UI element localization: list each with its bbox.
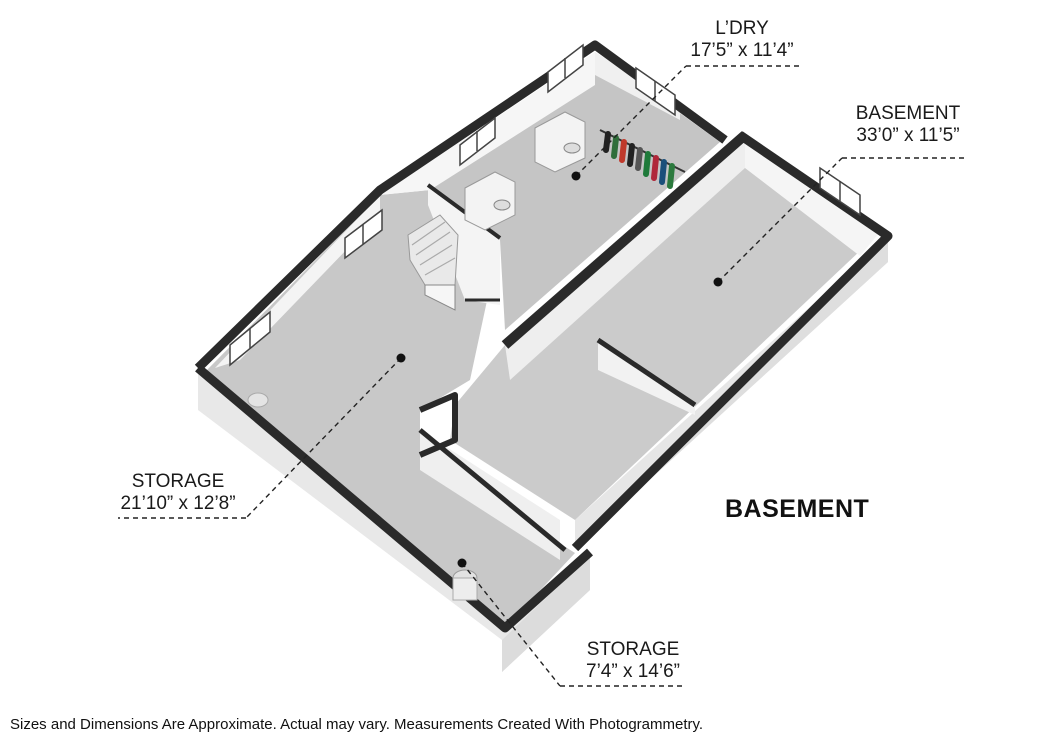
window-3 (459, 116, 496, 167)
room-dimensions: 33’0” x 11’5” (856, 125, 960, 146)
room-label-storage-main: STORAGE 21’10” x 12’8” (108, 471, 248, 515)
marker-storage-main (396, 353, 406, 363)
room-label-laundry: L’DRY 17’5” x 11’4” (672, 18, 812, 62)
room-label-basement: BASEMENT 33’0” x 11’5” (838, 103, 978, 147)
dimension-leaders (118, 65, 968, 687)
marker-storage-small (457, 558, 467, 568)
window-6 (819, 166, 861, 217)
floor-title: BASEMENT (725, 495, 870, 523)
windows (229, 43, 861, 367)
wall-faces (215, 52, 880, 560)
washer (464, 171, 516, 231)
window-4 (547, 43, 584, 94)
water-heater (452, 569, 478, 601)
leader-storage-main (245, 357, 402, 519)
disclaimer-text: Sizes and Dimensions Are Approximate. Ac… (10, 716, 704, 733)
room-name: STORAGE (586, 639, 680, 660)
room-markers (396, 171, 723, 568)
room-name: L’DRY (715, 18, 769, 39)
room-dimensions: 17’5” x 11’4” (690, 40, 794, 61)
room-dimensions: 21’10” x 12’8” (120, 493, 236, 514)
furnace (247, 392, 269, 408)
stairs (407, 214, 459, 311)
window-2 (344, 208, 383, 260)
marker-basement (713, 277, 723, 287)
dryer (534, 111, 586, 173)
room-name: STORAGE (131, 471, 225, 492)
leader-laundry (575, 65, 687, 177)
leader-basement (717, 157, 843, 283)
appliances (464, 111, 586, 231)
room-label-storage-small: STORAGE 7’4” x 14’6” (563, 639, 703, 683)
room-dimensions: 7’4” x 14’6” (586, 661, 680, 682)
marker-laundry (571, 171, 581, 181)
room-name: BASEMENT (855, 103, 961, 124)
wall-tops (194, 40, 893, 633)
window-1 (229, 310, 271, 367)
